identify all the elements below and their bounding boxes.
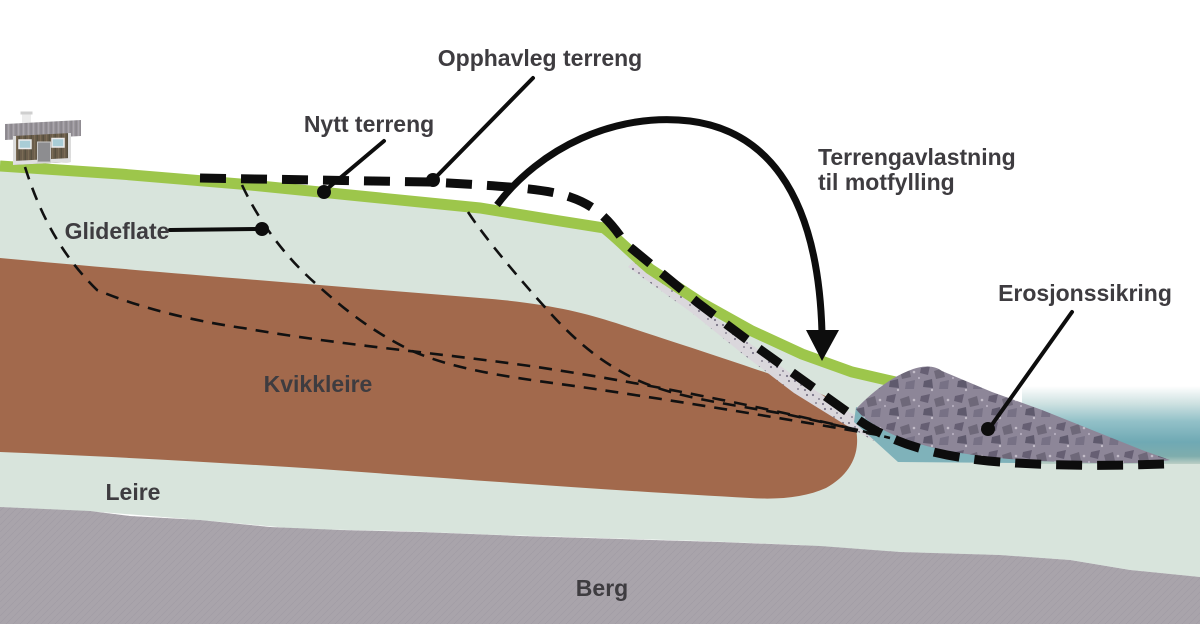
house [5, 111, 81, 165]
label-kvikkleire: Kvikkleire [264, 371, 373, 397]
label-opphavleg-terreng: Opphavleg terreng [438, 45, 642, 71]
label-erosjonssikring: Erosjonssikring [998, 280, 1172, 306]
label-terrengavlastning-line2: til motfylling [818, 169, 955, 195]
erosion-protection-rock [856, 366, 1170, 464]
label-nytt-terreng: Nytt terreng [304, 111, 434, 137]
bedrock-texture [0, 507, 1200, 624]
dot-nytt-terreng [317, 185, 331, 199]
leader-glideflate [168, 227, 260, 232]
label-leire: Leire [106, 479, 161, 505]
quick-clay-region [0, 258, 858, 499]
leader-erosjonssikring [989, 310, 1074, 428]
original-terrain-dashed-line [199, 173, 1165, 470]
unloading-arrow-shaft [494, 116, 826, 334]
dot-opphavleg-terreng [426, 173, 440, 187]
house-window-left [18, 139, 32, 150]
house-chimney [22, 113, 31, 126]
house-corner-left [13, 136, 16, 164]
label-terrengavlastning-line1: Terrengavlastning [818, 144, 1016, 170]
label-glideflate: Glideflate [65, 218, 170, 244]
house-corner-right [68, 133, 71, 162]
leader-opphavleg-terreng [433, 76, 535, 180]
slide-surface-2 [240, 184, 885, 438]
label-berg: Berg [576, 575, 628, 601]
unloading-arrow-head [806, 330, 839, 361]
dot-glideflate [255, 222, 269, 236]
terrain-surface-green [0, 160, 937, 394]
house-window-right [51, 137, 65, 148]
leader-nytt-terreng [325, 139, 386, 191]
house-door [37, 141, 51, 163]
dot-erosjonssikring [981, 422, 995, 436]
slide-surface-1 [23, 166, 891, 440]
house-chimney-cap [20, 111, 33, 115]
fill-gravel-band [628, 258, 874, 441]
